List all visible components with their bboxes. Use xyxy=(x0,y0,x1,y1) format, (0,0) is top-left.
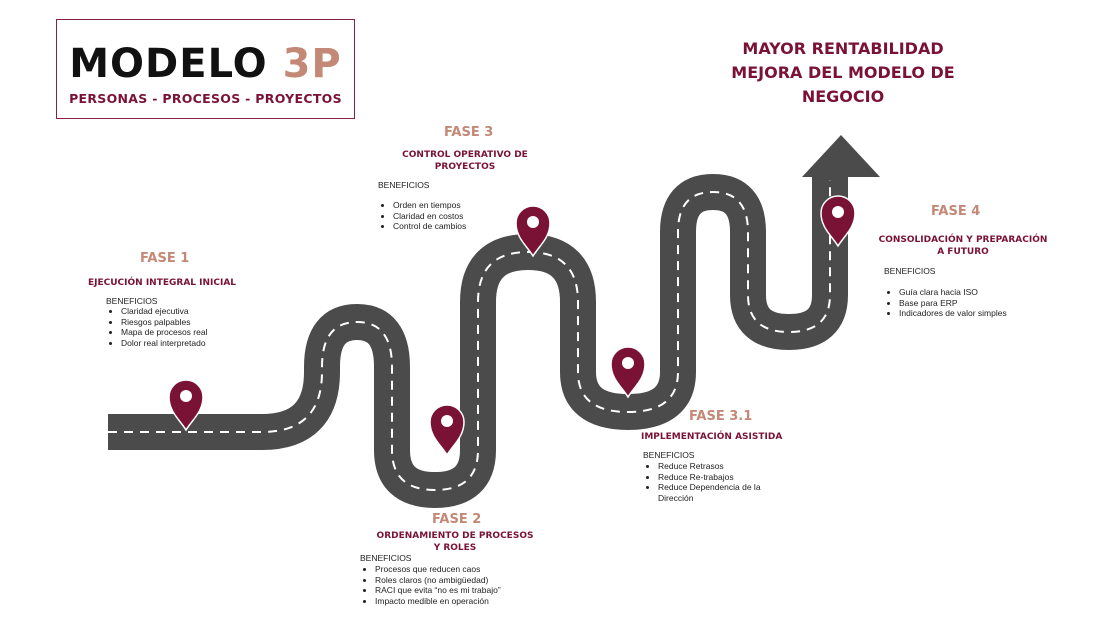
list-item: Reduce Retrasos xyxy=(658,461,761,472)
goal-line: NEGOCIO xyxy=(801,87,885,106)
goal-text: MAYOR RENTABILIDAD MEJORA DEL MODELO DE … xyxy=(700,37,986,109)
list-item-line: Dirección xyxy=(658,492,694,503)
list-item-line: Reduce Dependencia de la xyxy=(658,482,761,492)
list-item: Roles claros (no ambigüedad) xyxy=(375,575,501,586)
list-item: Claridad en costos xyxy=(393,211,466,222)
phase-3-1-benefits-label: BENEFICIOS xyxy=(643,450,695,460)
phase-2-subtitle-line: ORDENAMIENTO DE PROCESOS xyxy=(376,531,534,541)
goal-line: MEJORA DEL MODELO DE xyxy=(731,63,955,82)
list-item: Riesgos palpables xyxy=(121,317,207,328)
phase-1-benefits: Claridad ejecutiva Riesgos palpables Map… xyxy=(106,306,207,348)
list-item: Base para ERP xyxy=(899,298,1007,309)
goal-line: MAYOR RENTABILIDAD xyxy=(742,39,944,58)
list-item: Reduce Re-trabajos xyxy=(658,472,761,483)
list-item: Claridad ejecutiva xyxy=(121,306,207,317)
phase-4-title: FASE 4 xyxy=(931,204,981,219)
phase-2-benefits: Procesos que reducen caos Roles claros (… xyxy=(360,564,501,606)
phase-3-1-benefits: Reduce Retrasos Reduce Re-trabajos Reduc… xyxy=(643,461,761,503)
list-item: Reduce Dependencia de la Dirección xyxy=(658,482,761,503)
phase-2-title: FASE 2 xyxy=(432,512,482,527)
list-item: Dolor real interpretado xyxy=(121,338,207,349)
phase-1-subtitle: EJECUCIÓN INTEGRAL INICIAL xyxy=(88,278,237,288)
list-item: Impacto medible en operación xyxy=(375,596,501,607)
list-item: Control de cambios xyxy=(393,221,466,232)
phase-3-title: FASE 3 xyxy=(444,125,494,140)
phase-4-benefits: Guía clara hacia ISO Base para ERP Indic… xyxy=(884,287,1007,319)
location-pin-icon xyxy=(429,404,465,456)
title-box: MODELO 3P PERSONAS - PROCESOS - PROYECTO… xyxy=(56,19,355,119)
phase-1-benefits-label: BENEFICIOS xyxy=(106,296,158,306)
phase-2-benefits-label: BENEFICIOS xyxy=(360,553,412,563)
list-item: Procesos que reducen caos xyxy=(375,564,501,575)
phase-4-subtitle-line: CONSOLIDACIÓN Y PREPARACIÓN xyxy=(878,235,1048,245)
list-item: Guía clara hacia ISO xyxy=(899,287,1007,298)
phase-3-subtitle-line: CONTROL OPERATIVO DE xyxy=(402,150,528,160)
road-path xyxy=(108,174,848,508)
phase-3-subtitle-line: PROYECTOS xyxy=(434,162,496,172)
phase-2-subtitle-line: Y ROLES xyxy=(433,543,477,553)
road-center-line xyxy=(108,180,831,492)
page-title: MODELO 3P xyxy=(57,42,354,86)
location-pin-icon xyxy=(610,346,646,398)
list-item: Orden en tiempos xyxy=(393,200,466,211)
phase-3-benefits: Orden en tiempos Claridad en costos Cont… xyxy=(378,200,466,232)
phase-3-benefits-label: BENEFICIOS xyxy=(378,180,430,190)
phase-1-title: FASE 1 xyxy=(140,251,190,266)
phase-3-subtitle: CONTROL OPERATIVO DE PROYECTOS xyxy=(390,149,540,173)
list-item: Indicadores de valor simples xyxy=(899,308,1007,319)
phase-4-subtitle-line: A FUTURO xyxy=(937,247,989,257)
title-main-text: MODELO xyxy=(69,41,268,87)
phase-4-benefits-label: BENEFICIOS xyxy=(884,266,936,276)
phase-2-subtitle: ORDENAMIENTO DE PROCESOS Y ROLES xyxy=(372,530,538,554)
list-item: Mapa de procesos real xyxy=(121,327,207,338)
list-item: RACI que evita “no es mi trabajo” xyxy=(375,585,501,596)
page-subtitle: PERSONAS - PROCESOS - PROYECTOS xyxy=(69,91,342,106)
title-accent-text: 3P xyxy=(282,41,342,87)
arrow-up-icon xyxy=(802,135,880,177)
phase-3-1-subtitle: IMPLEMENTACIÓN ASISTIDA xyxy=(641,432,783,442)
phase-4-subtitle: CONSOLIDACIÓN Y PREPARACIÓN A FUTURO xyxy=(868,234,1058,258)
phase-3-1-title: FASE 3.1 xyxy=(689,409,753,424)
